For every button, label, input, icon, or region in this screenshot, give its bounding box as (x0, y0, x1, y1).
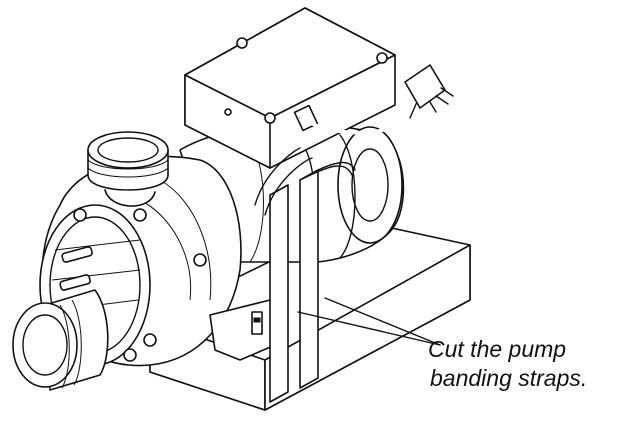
callout-line-1: Cut the pump (428, 336, 567, 362)
motor-bracket (209, 299, 276, 361)
front-inlet-port (12, 289, 109, 391)
banding-straps (254, 147, 356, 403)
callout-leader-lines (297, 297, 441, 346)
callout-text: Cut the pump banding straps. (428, 335, 587, 393)
power-cord (299, 64, 454, 135)
top-outlet-port (87, 131, 169, 207)
callout-line-2: banding straps. (430, 365, 588, 391)
junction-box (184, 7, 396, 169)
